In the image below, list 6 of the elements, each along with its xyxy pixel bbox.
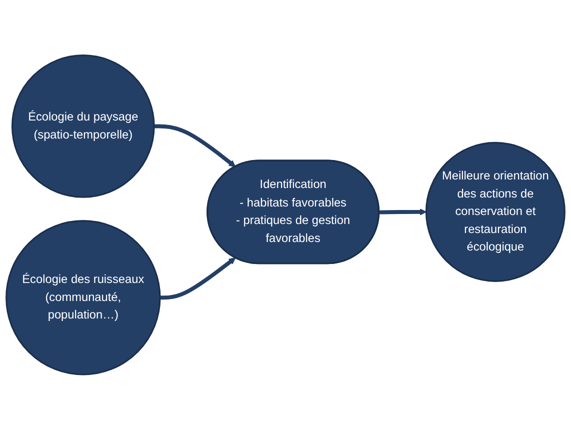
node-circle: Meilleure orientation des actions de conservation et restauration écologique (425, 142, 566, 282)
node-circle: Écologie des ruisseaux (communauté, population…) (6, 220, 161, 376)
arrow (160, 258, 236, 300)
node-circle: Écologie du paysage (spatio-temporelle) (11, 54, 155, 198)
arrow (379, 208, 427, 216)
arrow (154, 124, 236, 168)
